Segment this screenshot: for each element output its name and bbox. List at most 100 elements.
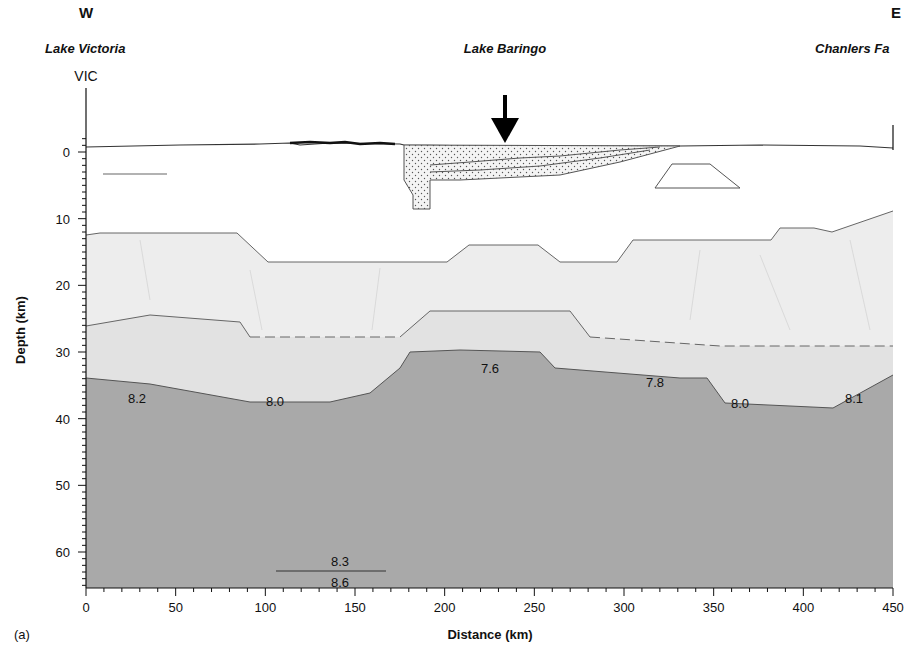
tick bbox=[82, 572, 86, 573]
tick bbox=[82, 205, 86, 206]
tick bbox=[875, 588, 876, 592]
axis-tick-label: 10 bbox=[56, 212, 70, 225]
tick bbox=[193, 588, 194, 592]
tick bbox=[570, 588, 571, 592]
axis-ticks bbox=[78, 139, 893, 596]
reflector bbox=[276, 570, 386, 571]
tick bbox=[82, 292, 86, 293]
tick bbox=[247, 588, 248, 592]
tick bbox=[82, 178, 86, 179]
tick bbox=[82, 412, 86, 413]
tick bbox=[677, 588, 678, 592]
tick bbox=[355, 588, 356, 596]
tick bbox=[82, 145, 86, 146]
axis-tick-label: 40 bbox=[56, 412, 70, 425]
tick bbox=[624, 588, 625, 596]
axis-tick-label: 250 bbox=[523, 601, 545, 614]
velocity-label: 8.6 bbox=[331, 576, 349, 589]
axis-tick-label: 50 bbox=[168, 601, 182, 614]
tick bbox=[444, 588, 445, 596]
tick bbox=[695, 588, 696, 592]
place-name: Lake Victoria bbox=[45, 42, 125, 55]
station-code: VIC bbox=[74, 69, 97, 83]
direction-label: E bbox=[891, 5, 901, 20]
tick bbox=[82, 545, 86, 546]
axis-tick-label: 300 bbox=[613, 601, 635, 614]
tick bbox=[857, 588, 858, 592]
basin-layer bbox=[430, 150, 650, 172]
tick bbox=[82, 138, 86, 139]
axis-tick-label: 20 bbox=[56, 279, 70, 292]
tick bbox=[767, 588, 768, 592]
tick bbox=[78, 352, 86, 353]
tick bbox=[372, 588, 373, 592]
surface-volcanics bbox=[290, 142, 395, 144]
figure-part-label: (a) bbox=[14, 628, 30, 641]
tick bbox=[552, 588, 553, 592]
tick bbox=[319, 588, 320, 592]
tick bbox=[606, 588, 607, 592]
tick bbox=[82, 492, 86, 493]
tick bbox=[175, 588, 176, 596]
tick bbox=[82, 372, 86, 373]
tick bbox=[516, 588, 517, 592]
location-arrow bbox=[503, 95, 507, 122]
tick bbox=[82, 438, 86, 439]
axis-tick-label: 150 bbox=[344, 601, 366, 614]
tick bbox=[82, 472, 86, 473]
tick bbox=[749, 588, 750, 592]
tick bbox=[82, 325, 86, 326]
tick bbox=[82, 458, 86, 459]
texture bbox=[140, 240, 870, 330]
axis-tick-label: 60 bbox=[56, 546, 70, 559]
tick bbox=[82, 172, 86, 173]
tick bbox=[82, 465, 86, 466]
tick bbox=[103, 588, 104, 592]
tick bbox=[82, 165, 86, 166]
tick bbox=[82, 265, 86, 266]
axis-title: Distance (km) bbox=[447, 628, 532, 641]
tick bbox=[211, 588, 212, 592]
tick bbox=[121, 588, 122, 592]
mid-boundary bbox=[400, 311, 590, 337]
tick bbox=[82, 445, 86, 446]
axis-tick-label: 0 bbox=[63, 146, 70, 159]
tick bbox=[82, 332, 86, 333]
tick bbox=[82, 225, 86, 226]
tick bbox=[82, 358, 86, 359]
tick bbox=[82, 478, 86, 479]
velocity-label: 8.0 bbox=[731, 397, 749, 410]
velocity-label: 8.1 bbox=[845, 392, 863, 405]
tick bbox=[82, 258, 86, 259]
end-marker bbox=[892, 125, 893, 150]
tick bbox=[82, 565, 86, 566]
tick bbox=[301, 588, 302, 592]
tick bbox=[82, 432, 86, 433]
tick bbox=[82, 518, 86, 519]
tick bbox=[82, 405, 86, 406]
tick bbox=[462, 588, 463, 592]
axis-title: Depth (km) bbox=[14, 296, 27, 364]
tick bbox=[78, 218, 86, 219]
tick bbox=[82, 198, 86, 199]
tick bbox=[82, 238, 86, 239]
place-name: Lake Baringo bbox=[464, 42, 546, 55]
axis-tick-label: 450 bbox=[882, 601, 904, 614]
tick bbox=[337, 588, 338, 592]
tick bbox=[82, 532, 86, 533]
x-axis bbox=[86, 587, 893, 588]
tick bbox=[78, 285, 86, 286]
tick bbox=[821, 588, 822, 592]
tick bbox=[803, 588, 804, 596]
moho bbox=[86, 350, 893, 408]
tick bbox=[78, 152, 86, 153]
tick bbox=[82, 192, 86, 193]
location-arrow-head bbox=[491, 118, 519, 143]
tick bbox=[139, 588, 140, 592]
tick bbox=[641, 588, 642, 592]
tick bbox=[78, 552, 86, 553]
tick bbox=[283, 588, 284, 592]
tick bbox=[82, 578, 86, 579]
tick bbox=[82, 365, 86, 366]
